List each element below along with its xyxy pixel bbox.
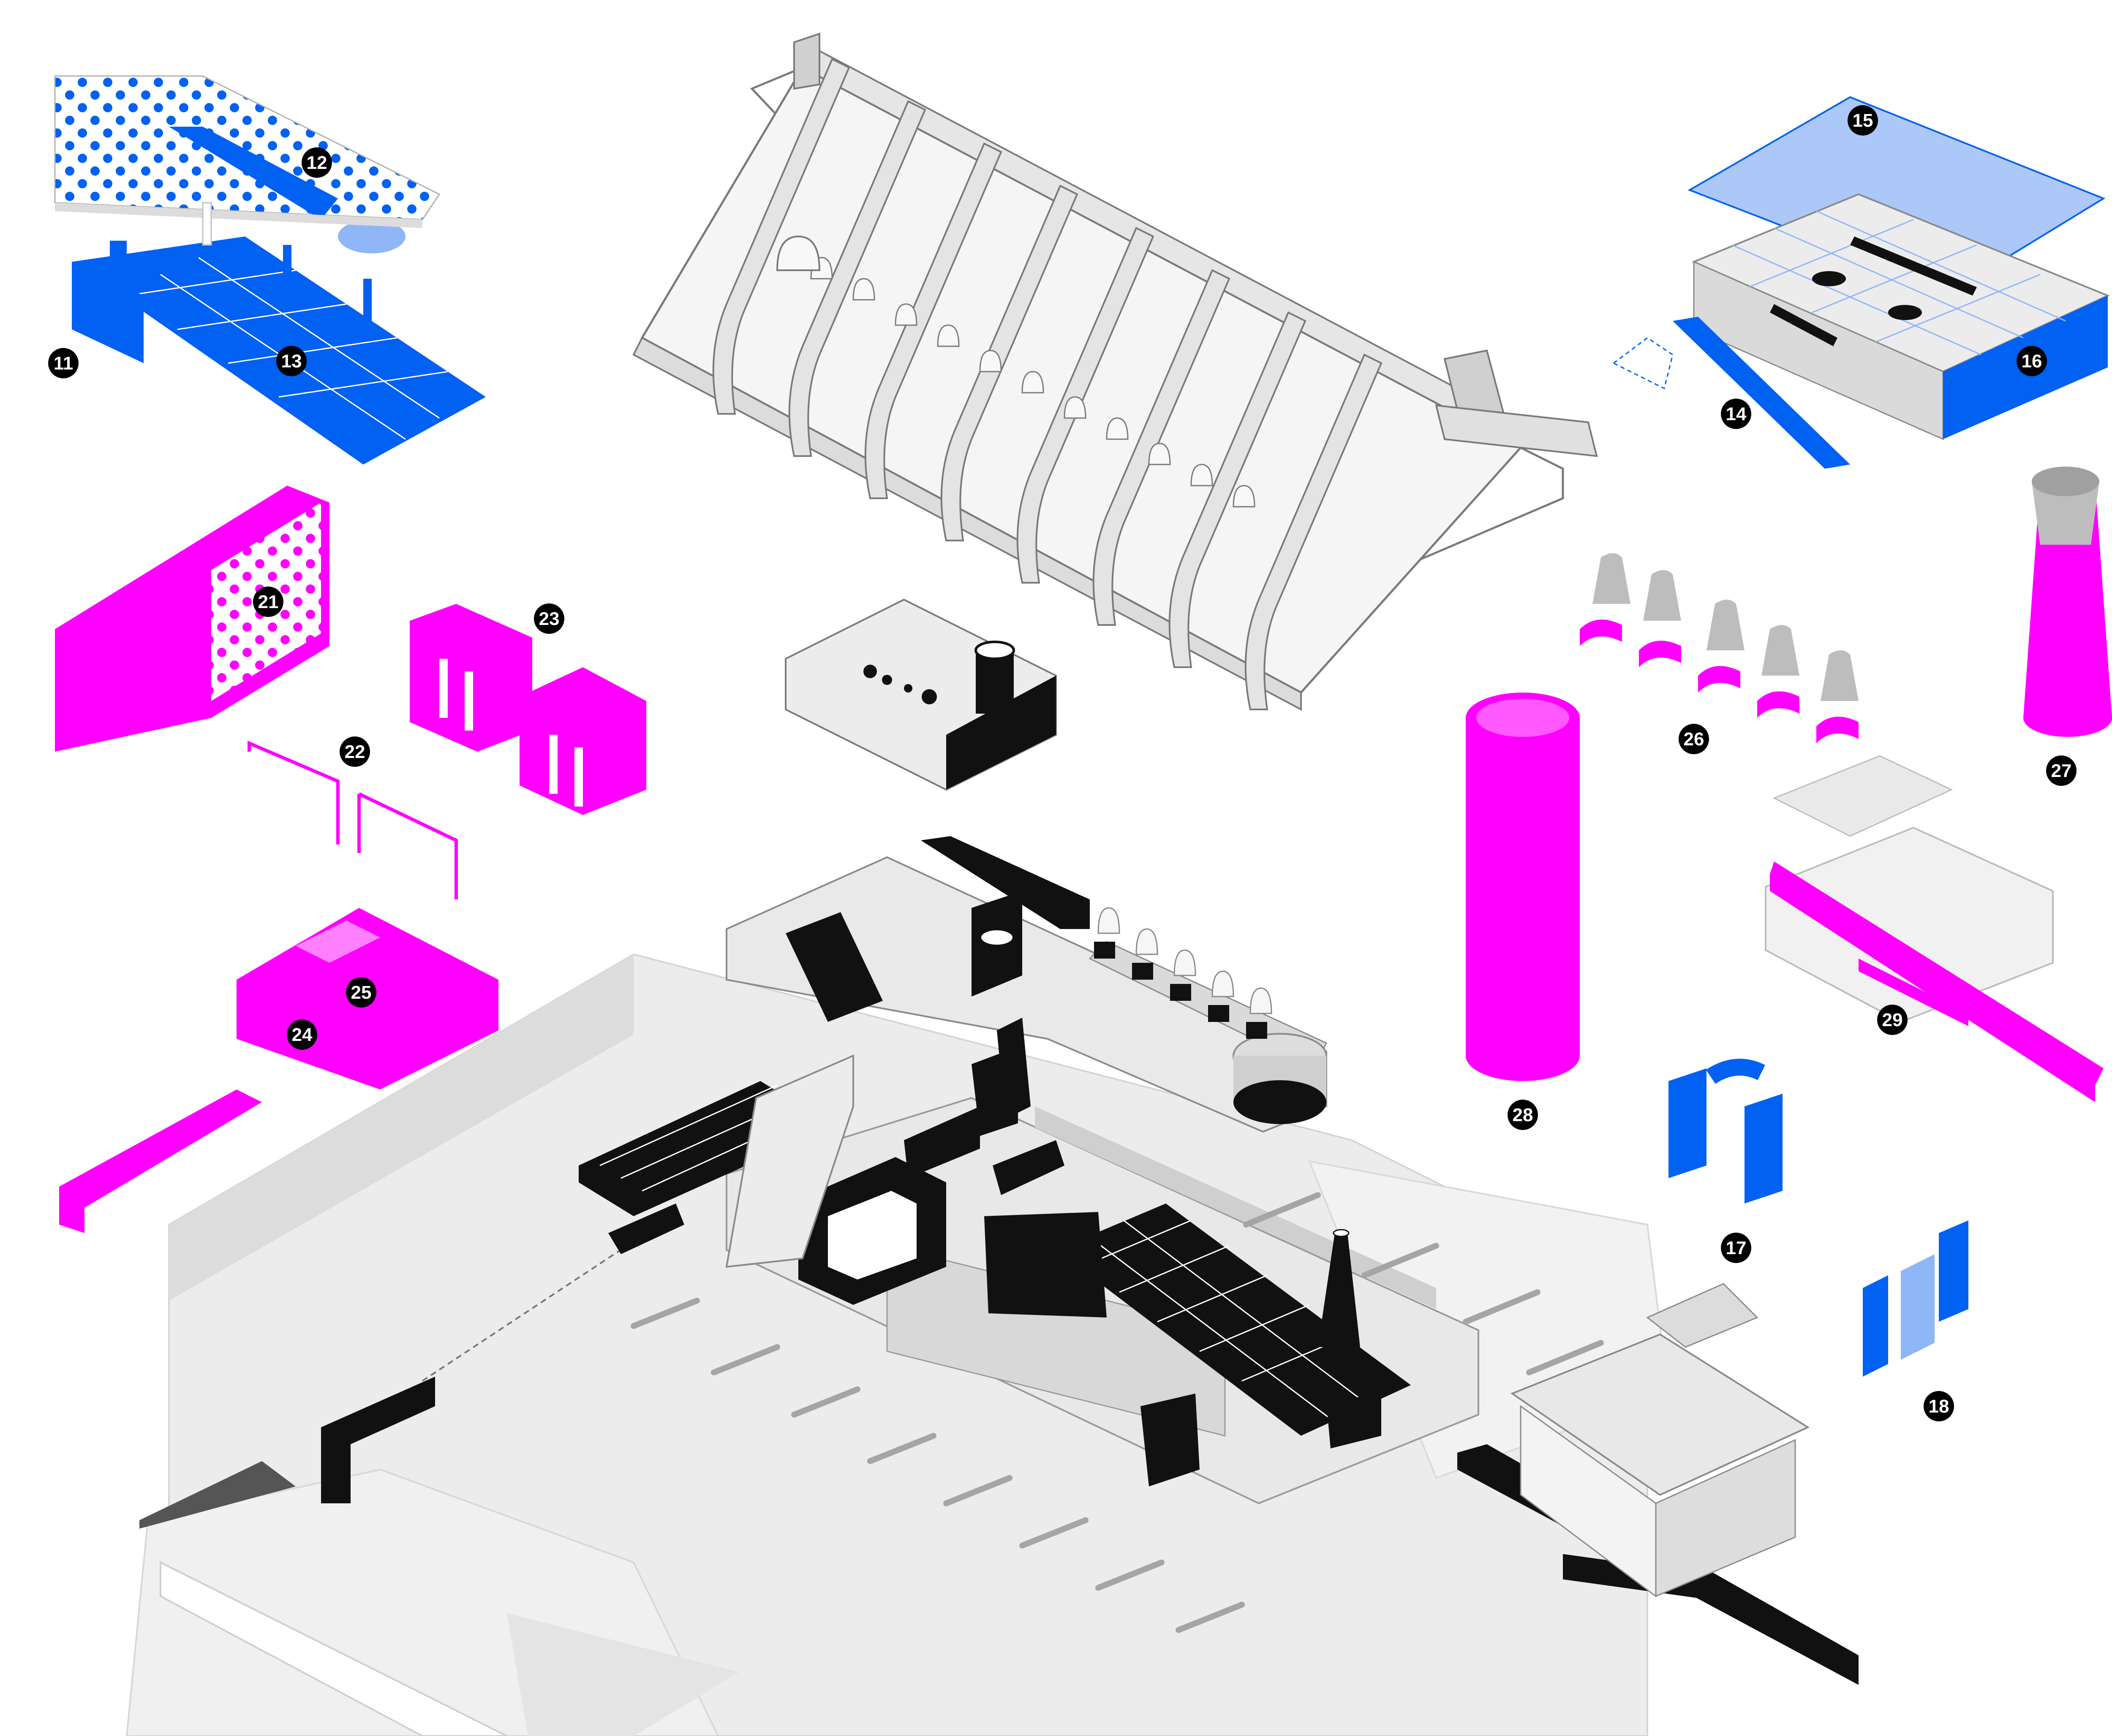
component-28-magenta-cylinder bbox=[1466, 693, 1580, 1081]
marker-label: 11 bbox=[54, 353, 73, 374]
component-27-magenta-cone bbox=[2023, 467, 2112, 737]
marker-dot bbox=[1679, 724, 1709, 754]
canopy-room bbox=[785, 598, 1057, 791]
ground-floor-structures bbox=[726, 1097, 1810, 1597]
marker-23: 23 bbox=[534, 603, 564, 634]
marker-dot bbox=[2046, 755, 2077, 786]
marker-14: 14 bbox=[1721, 399, 1751, 429]
marker-label: 17 bbox=[1726, 1238, 1747, 1258]
marker-label: 22 bbox=[345, 742, 365, 762]
marker-label: 25 bbox=[351, 982, 372, 1003]
marker-label: 14 bbox=[1726, 404, 1747, 424]
marker-16: 16 bbox=[2017, 346, 2047, 376]
marker-28: 28 bbox=[1508, 1100, 1538, 1130]
marker-dot bbox=[2017, 346, 2047, 376]
marker-dot bbox=[1721, 399, 1751, 429]
marker-label: 23 bbox=[539, 609, 560, 629]
component-22-magenta-frames bbox=[248, 740, 458, 899]
marker-label: 15 bbox=[1853, 110, 1873, 131]
marker-label: 24 bbox=[292, 1024, 313, 1045]
marker-dot bbox=[346, 977, 376, 1008]
component-18-blue-panels bbox=[1863, 1220, 1968, 1377]
marker-dot bbox=[1508, 1100, 1538, 1130]
marker-dot bbox=[1877, 1005, 1908, 1035]
marker-26: 26 bbox=[1679, 724, 1709, 754]
component-17-blue-walls bbox=[1668, 1059, 1783, 1204]
component-29-magenta-beam bbox=[1765, 755, 2104, 1102]
marker-25: 25 bbox=[346, 977, 376, 1008]
marker-22: 22 bbox=[340, 736, 370, 767]
marker-29: 29 bbox=[1877, 1005, 1908, 1035]
marker-label: 13 bbox=[281, 351, 302, 372]
component-14-blue-stair bbox=[1612, 317, 1850, 469]
mezzanine-floor bbox=[579, 836, 1328, 1268]
marker-24: 24 bbox=[287, 1019, 317, 1050]
marker-label: 26 bbox=[1684, 729, 1704, 750]
marker-17: 17 bbox=[1721, 1233, 1751, 1263]
marker-dot bbox=[48, 348, 79, 378]
marker-13: 13 bbox=[276, 346, 307, 376]
ground-benches bbox=[631, 1192, 1604, 1633]
marker-label: 27 bbox=[2051, 761, 2072, 781]
marker-dot bbox=[287, 1019, 317, 1050]
marker-dot bbox=[1848, 105, 1878, 136]
component-23-magenta-blocks bbox=[410, 604, 646, 815]
marker-label: 18 bbox=[1929, 1396, 1949, 1417]
component-12-dotted-canopy bbox=[54, 75, 441, 253]
marker-12: 12 bbox=[302, 147, 332, 178]
roof-canopy-structure bbox=[632, 33, 1598, 711]
marker-label: 28 bbox=[1513, 1105, 1533, 1125]
marker-27: 27 bbox=[2046, 755, 2077, 786]
marker-dot bbox=[253, 587, 283, 617]
marker-11: 11 bbox=[48, 348, 79, 378]
marker-dot bbox=[276, 346, 307, 376]
component-26-magenta-planters bbox=[1580, 553, 1859, 743]
marker-label: 16 bbox=[2022, 351, 2042, 372]
callout-markers: 11 12 13 14 15 16 17 18 21 22 23 24 25 26 27 28 29 bbox=[48, 105, 2077, 1421]
marker-21: 21 bbox=[253, 587, 283, 617]
marker-label: 29 bbox=[1882, 1010, 1903, 1030]
marker-18: 18 bbox=[1924, 1391, 1954, 1421]
marker-label: 21 bbox=[258, 592, 279, 612]
marker-dot bbox=[302, 147, 332, 178]
component-21-magenta-wall bbox=[55, 486, 329, 752]
component-13-blue-floor bbox=[72, 202, 486, 465]
marker-dot bbox=[1721, 1233, 1751, 1263]
marker-dot bbox=[1924, 1391, 1954, 1421]
marker-dot bbox=[534, 603, 564, 634]
marker-dot bbox=[340, 736, 370, 767]
marker-15: 15 bbox=[1848, 105, 1878, 136]
marker-label: 12 bbox=[307, 152, 327, 173]
